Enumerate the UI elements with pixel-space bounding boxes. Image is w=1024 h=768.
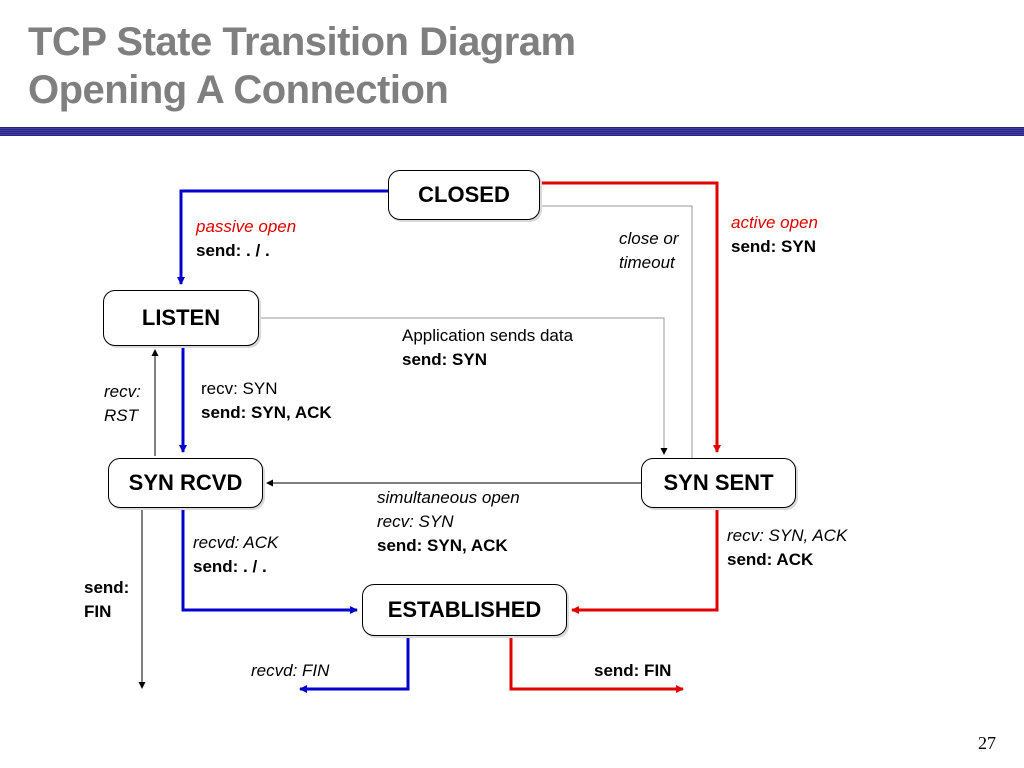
arrow-active-open (540, 181, 721, 453)
label-active-open: active open send: SYN (731, 211, 818, 259)
recv-syn-action: send: SYN, ACK (201, 403, 332, 422)
label-recv-rst: recv: RST (104, 380, 141, 428)
arrow-send-fin (509, 638, 684, 693)
recvd-ack-event: recvd: ACK (193, 533, 279, 552)
arrow-close-timeout (540, 205, 693, 458)
simultaneous-open-action: send: SYN, ACK (377, 536, 508, 555)
label-recvd-fin: recvd: FIN (251, 661, 330, 680)
recv-rst-line2: RST (104, 406, 138, 425)
state-listen: LISTEN (103, 290, 259, 346)
state-syn-sent: SYN SENT (641, 458, 796, 508)
passive-open-event: passive open (196, 217, 297, 236)
active-open-event: active open (731, 213, 818, 232)
passive-open-action: send: . / . (196, 241, 270, 260)
state-syn-rcvd: SYN RCVD (108, 458, 263, 508)
send-fin-left-line2: FIN (84, 602, 112, 621)
recvd-ack-action: send: . / . (193, 557, 267, 576)
close-or-timeout-line1: close or (619, 229, 679, 248)
recv-syn-ack-event: recv: SYN, ACK (727, 526, 848, 545)
recv-syn-event: recv: SYN (201, 379, 278, 398)
app-sends-data-event: Application sends data (402, 326, 574, 345)
simultaneous-open-line1: simultaneous open (377, 488, 520, 507)
arrow-passive-open (177, 189, 388, 285)
label-close-or-timeout: close or timeout (619, 227, 679, 275)
recv-rst-line1: recv: (104, 382, 141, 401)
title-line-2: Opening A Connection (28, 68, 449, 112)
close-or-timeout-line2: timeout (619, 253, 675, 272)
app-sends-data-action: send: SYN (402, 350, 488, 369)
active-open-action: send: SYN (731, 237, 817, 256)
arrow-recvd-fin (299, 638, 410, 693)
label-passive-open: passive open send: . / . (196, 215, 296, 263)
header-rule (0, 127, 1024, 136)
slide-title: TCP State Transition Diagram Opening A C… (28, 18, 576, 114)
label-recv-syn: recv: SYN send: SYN, ACK (201, 377, 332, 425)
arrow-synrcvd-to-established (181, 508, 358, 614)
label-recvd-ack: recvd: ACK send: . / . (193, 531, 278, 579)
label-send-fin: send: FIN (594, 661, 672, 680)
label-recv-syn-ack: recv: SYN, ACK send: ACK (727, 524, 847, 572)
state-established: ESTABLISHED (362, 584, 567, 636)
recv-syn-ack-action: send: ACK (727, 550, 814, 569)
label-send-fin-left: send: FIN (84, 576, 129, 624)
send-fin-left-line1: send: (84, 578, 130, 597)
label-app-sends-data: Application sends data send: SYN (402, 324, 573, 372)
page-number: 27 (978, 733, 996, 753)
arrow-listen-to-synsent (258, 317, 668, 455)
title-line-1: TCP State Transition Diagram (28, 20, 576, 64)
arrow-synsent-to-established (571, 508, 719, 614)
simultaneous-open-line2: recv: SYN (377, 512, 454, 531)
state-closed: CLOSED (388, 170, 540, 220)
label-simultaneous-open: simultaneous open recv: SYN send: SYN, A… (377, 486, 520, 558)
